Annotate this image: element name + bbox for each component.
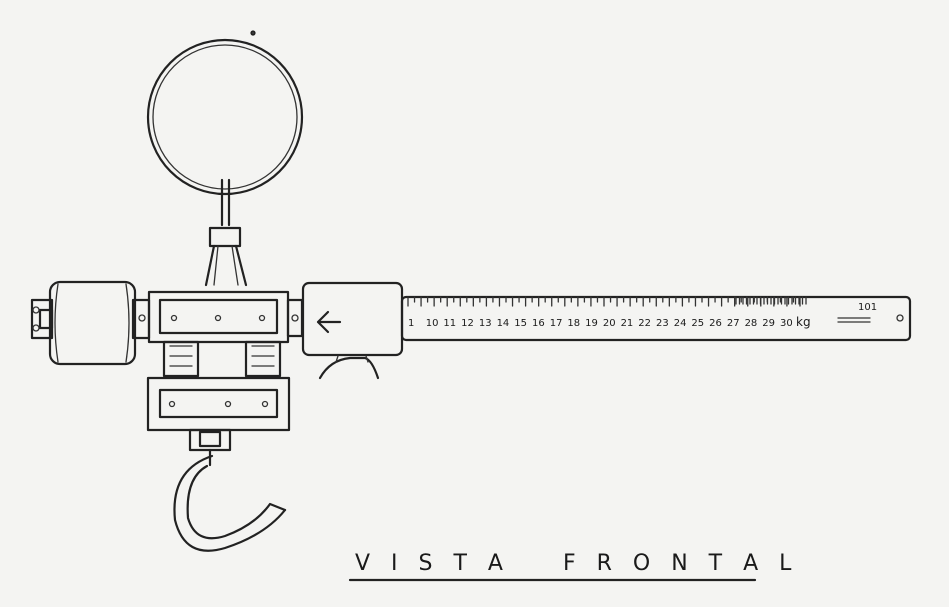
- scale-number: 21: [621, 318, 634, 329]
- scale-number: 29: [762, 318, 775, 329]
- scale-ticks: [407, 296, 807, 307]
- caption-word-vista: V I S T A: [355, 551, 510, 576]
- scale-number-labels: 1 10 11 12 13 14 15 16 17 18 19 20 21 22 23 24 25 26 27 28 2…: [408, 318, 793, 329]
- scale-number: 23: [656, 318, 669, 329]
- scale-number: 25: [691, 318, 704, 329]
- scale-number: 1: [408, 318, 414, 329]
- hanging-ring: [146, 30, 304, 196]
- scale-number: 18: [567, 318, 580, 329]
- scale-number: 27: [727, 318, 740, 329]
- scale-number: 17: [550, 318, 563, 329]
- scale-number: 15: [514, 318, 527, 329]
- scale-number: 28: [745, 318, 758, 329]
- scale-unit-label: kg: [796, 315, 811, 329]
- scale-number: 30: [780, 318, 793, 329]
- scale-number: 20: [603, 318, 616, 329]
- scale-number: 14: [497, 318, 510, 329]
- central-beam-body: [147, 290, 304, 344]
- ring-shackle: [204, 178, 248, 287]
- scale-number: 16: [532, 318, 545, 329]
- scale-end-mark: 101: [858, 302, 877, 313]
- scale-number: 24: [674, 318, 687, 329]
- scale-number: 26: [709, 318, 722, 329]
- scale-number: 22: [638, 318, 651, 329]
- drawing-caption: V I S T A F R O N T A L: [348, 551, 798, 582]
- lower-plate: [146, 376, 291, 432]
- hanger-links: [162, 340, 282, 378]
- scale-number: 19: [585, 318, 598, 329]
- scale-number: 13: [479, 318, 492, 329]
- load-hook: [173, 428, 287, 552]
- scale-number: 10: [426, 318, 439, 329]
- graduated-scale-bar: 1 10 11 12 13 14 15 16 17 18 19 20 21 22 23 24 25 26 27 28 2…: [400, 295, 912, 342]
- caption-word-frontal: F R O N T A L: [563, 551, 798, 576]
- left-weight-cylinder: [30, 280, 151, 366]
- scale-number: 11: [443, 318, 456, 329]
- scale-number: 12: [461, 318, 474, 329]
- sliding-weight-housing: [301, 281, 404, 380]
